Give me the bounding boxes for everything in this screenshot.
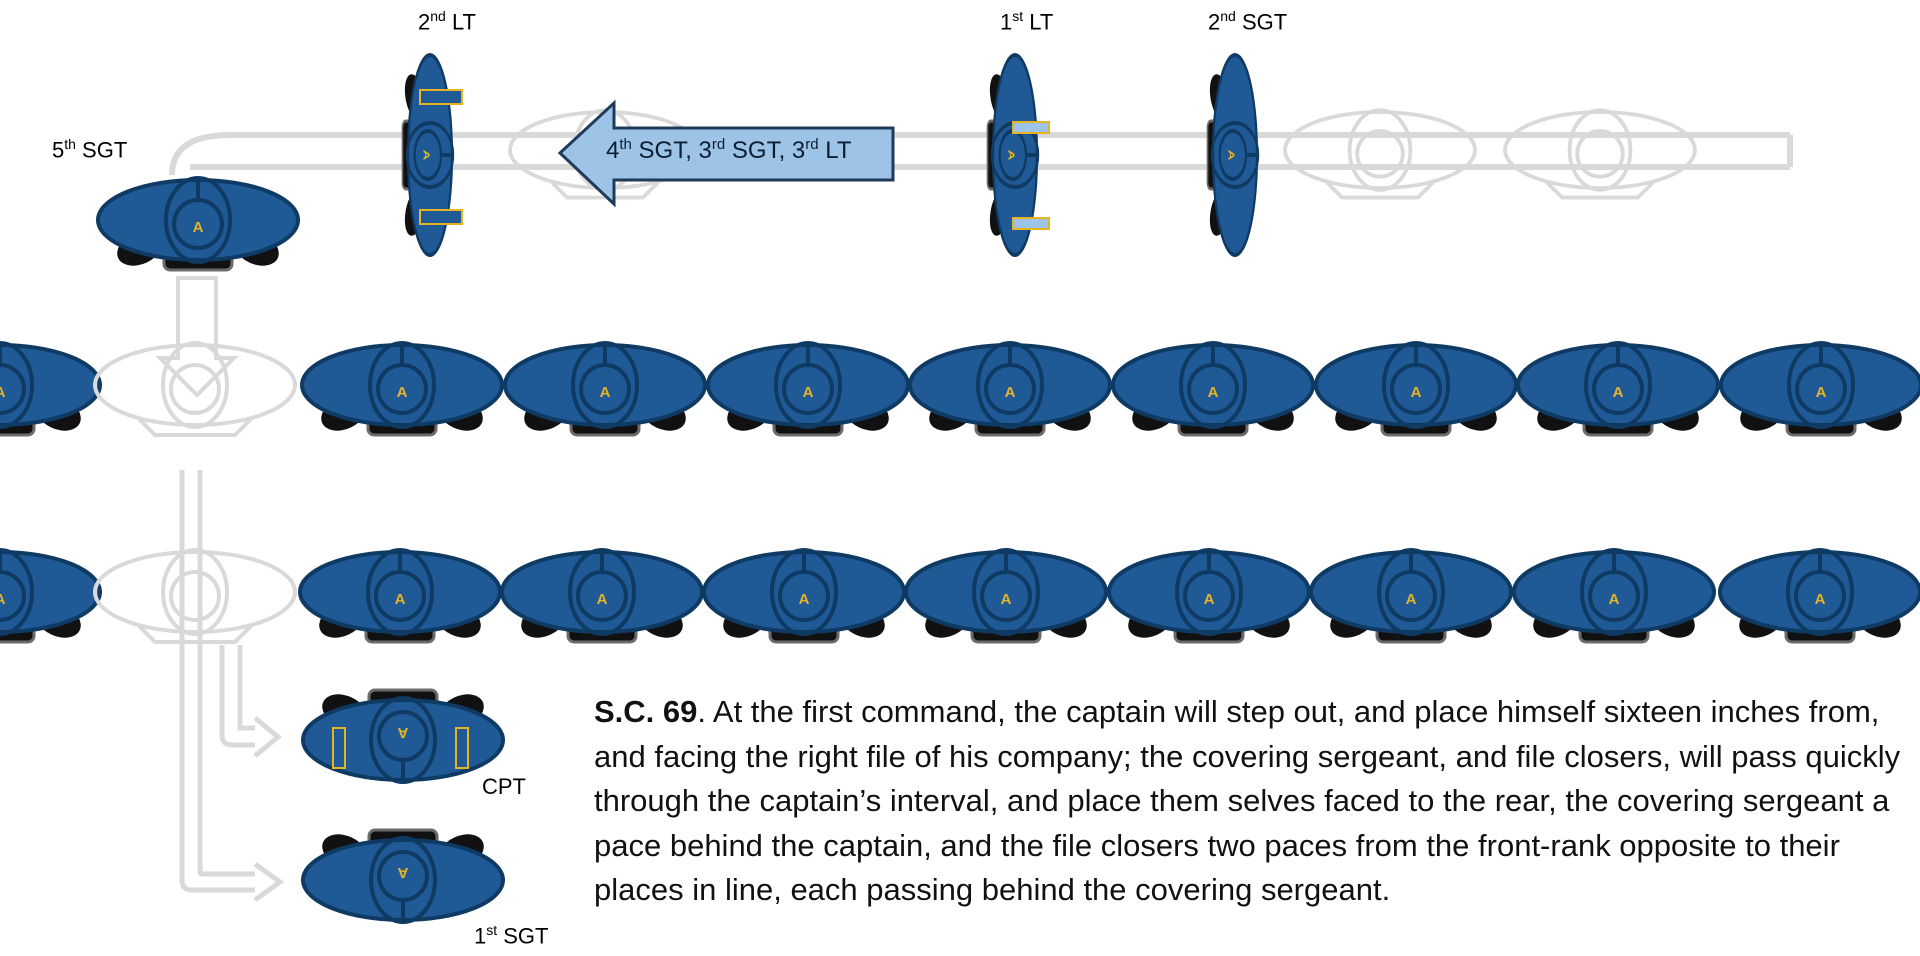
soldier-1st-lt [984, 53, 1050, 257]
soldier-1st-sgt [301, 825, 505, 924]
label-cpt: CPT [482, 774, 526, 799]
paragraph-reference: S.C. 69 [594, 694, 698, 729]
down-arrow [155, 276, 239, 398]
instruction-paragraph: S.C. 69. At the first command, the capta… [594, 690, 1914, 913]
label-1st-lt: 1st LT [1000, 8, 1054, 35]
label-5th-sgt: 5th SGT [52, 136, 128, 163]
soldier-2nd-sgt [1204, 53, 1261, 257]
rank-rear [0, 548, 1920, 647]
label-2nd-lt: 2nd LT [418, 8, 476, 35]
paragraph-text: . At the first command, the captain will… [594, 694, 1901, 907]
rank-front [0, 341, 1920, 440]
arrow-callout-text: 4th SGT, 3rd SGT, 3rd LT [606, 136, 852, 164]
soldier-cpt [301, 685, 505, 784]
l-arrows [179, 470, 285, 903]
soldier-5th-sgt [96, 176, 300, 275]
left-arrow-callout [557, 99, 895, 208]
soldier-2nd-lt [399, 53, 463, 257]
label-2nd-sgt: 2nd SGT [1208, 8, 1288, 35]
label-1st-sgt: 1st SGT [474, 922, 549, 949]
